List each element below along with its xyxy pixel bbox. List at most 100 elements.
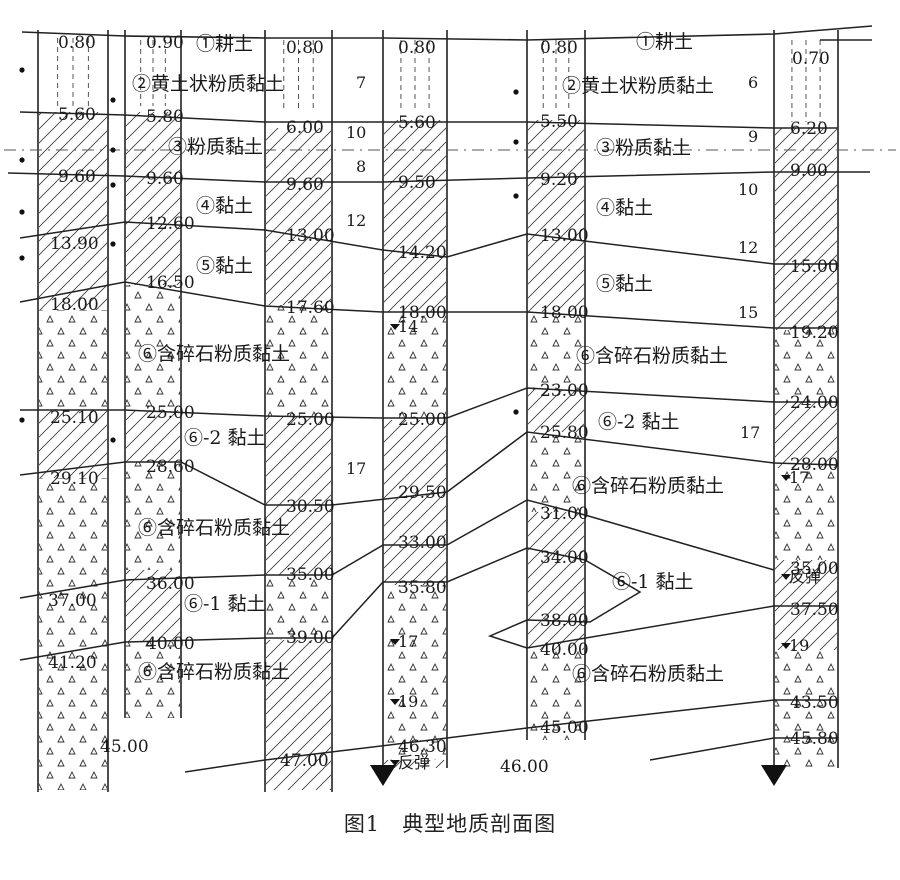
depth-label: 9.60 — [146, 169, 184, 189]
depth-label: 5.60 — [398, 113, 436, 133]
column-6-fill-4 — [775, 650, 837, 768]
depth-label: 23.00 — [540, 381, 589, 401]
column-2-fill-3 — [126, 462, 180, 570]
sampling-dot-14 — [513, 409, 519, 415]
depth-label: 30.50 — [286, 497, 335, 517]
sampling-dot-12 — [513, 139, 519, 145]
depth-label: 0.80 — [58, 33, 96, 53]
stratum-boundary-7 — [19, 499, 775, 599]
stratum-label: ⑥-2 黏土 — [184, 427, 266, 449]
depth-label: 25.80 — [540, 423, 589, 443]
depth-label: 15.00 — [790, 257, 839, 277]
depth-labels: 0.80 5.60 9.60 13.90 18.00 25.10 29.10 37.00 41.… — [48, 31, 839, 777]
depth-label: 0.70 — [792, 49, 830, 69]
blow-count-label: 12 — [738, 238, 758, 257]
sampling-dot-13 — [513, 193, 519, 199]
ground-surface-line — [21, 25, 873, 41]
column-5-fill-3 — [528, 432, 584, 512]
blow-count-label: 17 — [346, 459, 366, 478]
column-4-fill-3 — [384, 585, 446, 760]
depth-label: 16.50 — [146, 273, 195, 293]
column-6-fill-3 — [775, 468, 837, 560]
blow-count-label: 17 — [740, 423, 760, 442]
annotations — [19, 67, 787, 786]
stratum-label: ⑥含碎石粉质黏土 — [138, 517, 290, 539]
depth-label: 18.00 — [540, 303, 589, 323]
depth-label: 6.00 — [286, 118, 324, 138]
stratum-label: ⑤黏土 — [596, 273, 653, 295]
depth-label: 35.00 — [286, 565, 335, 585]
depth-label: 6.20 — [790, 119, 828, 139]
sampling-dot-5 — [19, 417, 25, 423]
column-4-fill-2 — [384, 312, 446, 420]
depth-label: 9.20 — [540, 170, 578, 190]
stratum-boundary-1 — [19, 111, 838, 129]
sampling-dot-8 — [110, 182, 116, 188]
column-1-fill-3 — [39, 478, 107, 790]
depth-label: 17.60 — [286, 298, 335, 318]
stratum-boundaries — [4, 25, 896, 773]
marker-arrow — [781, 643, 791, 649]
level-marker-label: 19 — [789, 636, 809, 655]
stratum-label: ③粉质黏土 — [168, 136, 263, 158]
stratum-boundary-8 — [19, 547, 838, 661]
depth-label: 0.90 — [146, 33, 184, 53]
stratum-boundary-5 — [20, 387, 838, 419]
depth-label: 41.20 — [48, 653, 97, 673]
blow-count-label: 10 — [738, 180, 758, 199]
level-marker-label: 17 — [789, 468, 809, 487]
marker-arrow — [390, 639, 400, 645]
depth-label: 45.80 — [790, 729, 839, 749]
bottom-depth-label: 46.30 — [398, 737, 447, 757]
depth-label: 31.00 — [540, 504, 589, 524]
sampling-dot-3 — [19, 209, 25, 215]
figure-number: 图1 — [343, 812, 381, 836]
stratum-label: ④黏土 — [596, 197, 653, 219]
depth-label: 5.80 — [146, 107, 184, 127]
depth-label: 0.80 — [398, 38, 436, 58]
depth-label: 40.00 — [146, 634, 195, 654]
blow-count-label: 15 — [738, 303, 758, 322]
depth-label: 18.00 — [50, 295, 99, 315]
depth-label: 5.60 — [58, 105, 96, 125]
borehole-columns — [37, 30, 839, 792]
marker-arrow — [390, 699, 400, 705]
stratum-label: ⑥-2 黏土 — [598, 411, 680, 433]
depth-label: 9.00 — [790, 161, 828, 181]
column-3-fill-1 — [266, 128, 331, 790]
depth-label: 38.00 — [540, 611, 589, 631]
level-marker-label: 反弹 — [789, 567, 821, 586]
bottom-depth-label: 45.00 — [100, 737, 149, 757]
depth-label: 43.50 — [790, 693, 839, 713]
depth-label: 36.00 — [146, 574, 195, 594]
depth-label: 13.00 — [540, 226, 589, 246]
blow-count-label: 12 — [346, 211, 366, 230]
depth-label: 29.50 — [398, 483, 447, 503]
loess-zone-2 — [126, 36, 180, 112]
depth-label: 37.00 — [48, 591, 97, 611]
depth-label: 18.00 — [398, 303, 447, 323]
stratum-boundary-10 — [649, 737, 838, 761]
level-marker-label: 14 — [398, 317, 418, 336]
column-3-fill-2 — [266, 305, 331, 416]
depth-label: 37.50 — [790, 600, 839, 620]
level-marker-label: 19 — [398, 692, 418, 711]
stratum-label: ②黄土状粉质黏土 — [132, 73, 284, 95]
sampling-dot-7 — [110, 147, 116, 153]
depth-label: 25.00 — [398, 410, 447, 430]
depth-label: 25.10 — [50, 408, 99, 428]
depth-label: 13.00 — [286, 226, 335, 246]
sampling-dot-10 — [110, 437, 116, 443]
stratum-label: ⑥含碎石粉质黏土 — [572, 663, 724, 685]
bottom-depth-label: 46.00 — [500, 757, 549, 777]
stratum-label: ⑥-1 黏土 — [612, 571, 694, 593]
depth-label: 39.00 — [286, 628, 335, 648]
blow-count-label: 7 — [356, 73, 366, 92]
marker-arrow — [390, 760, 400, 766]
blow-count-label: 8 — [356, 157, 366, 176]
stratum-label: ①耕土 — [636, 31, 693, 53]
stratum-label: ⑤黏土 — [196, 255, 253, 277]
depth-label: 13.90 — [50, 234, 99, 254]
depth-label: 29.10 — [50, 469, 99, 489]
